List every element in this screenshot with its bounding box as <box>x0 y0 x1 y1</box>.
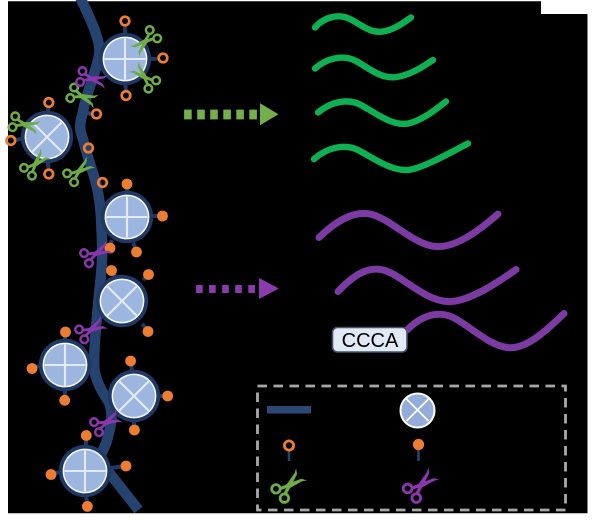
svg-text:CCCA: CCCA <box>342 330 399 352</box>
